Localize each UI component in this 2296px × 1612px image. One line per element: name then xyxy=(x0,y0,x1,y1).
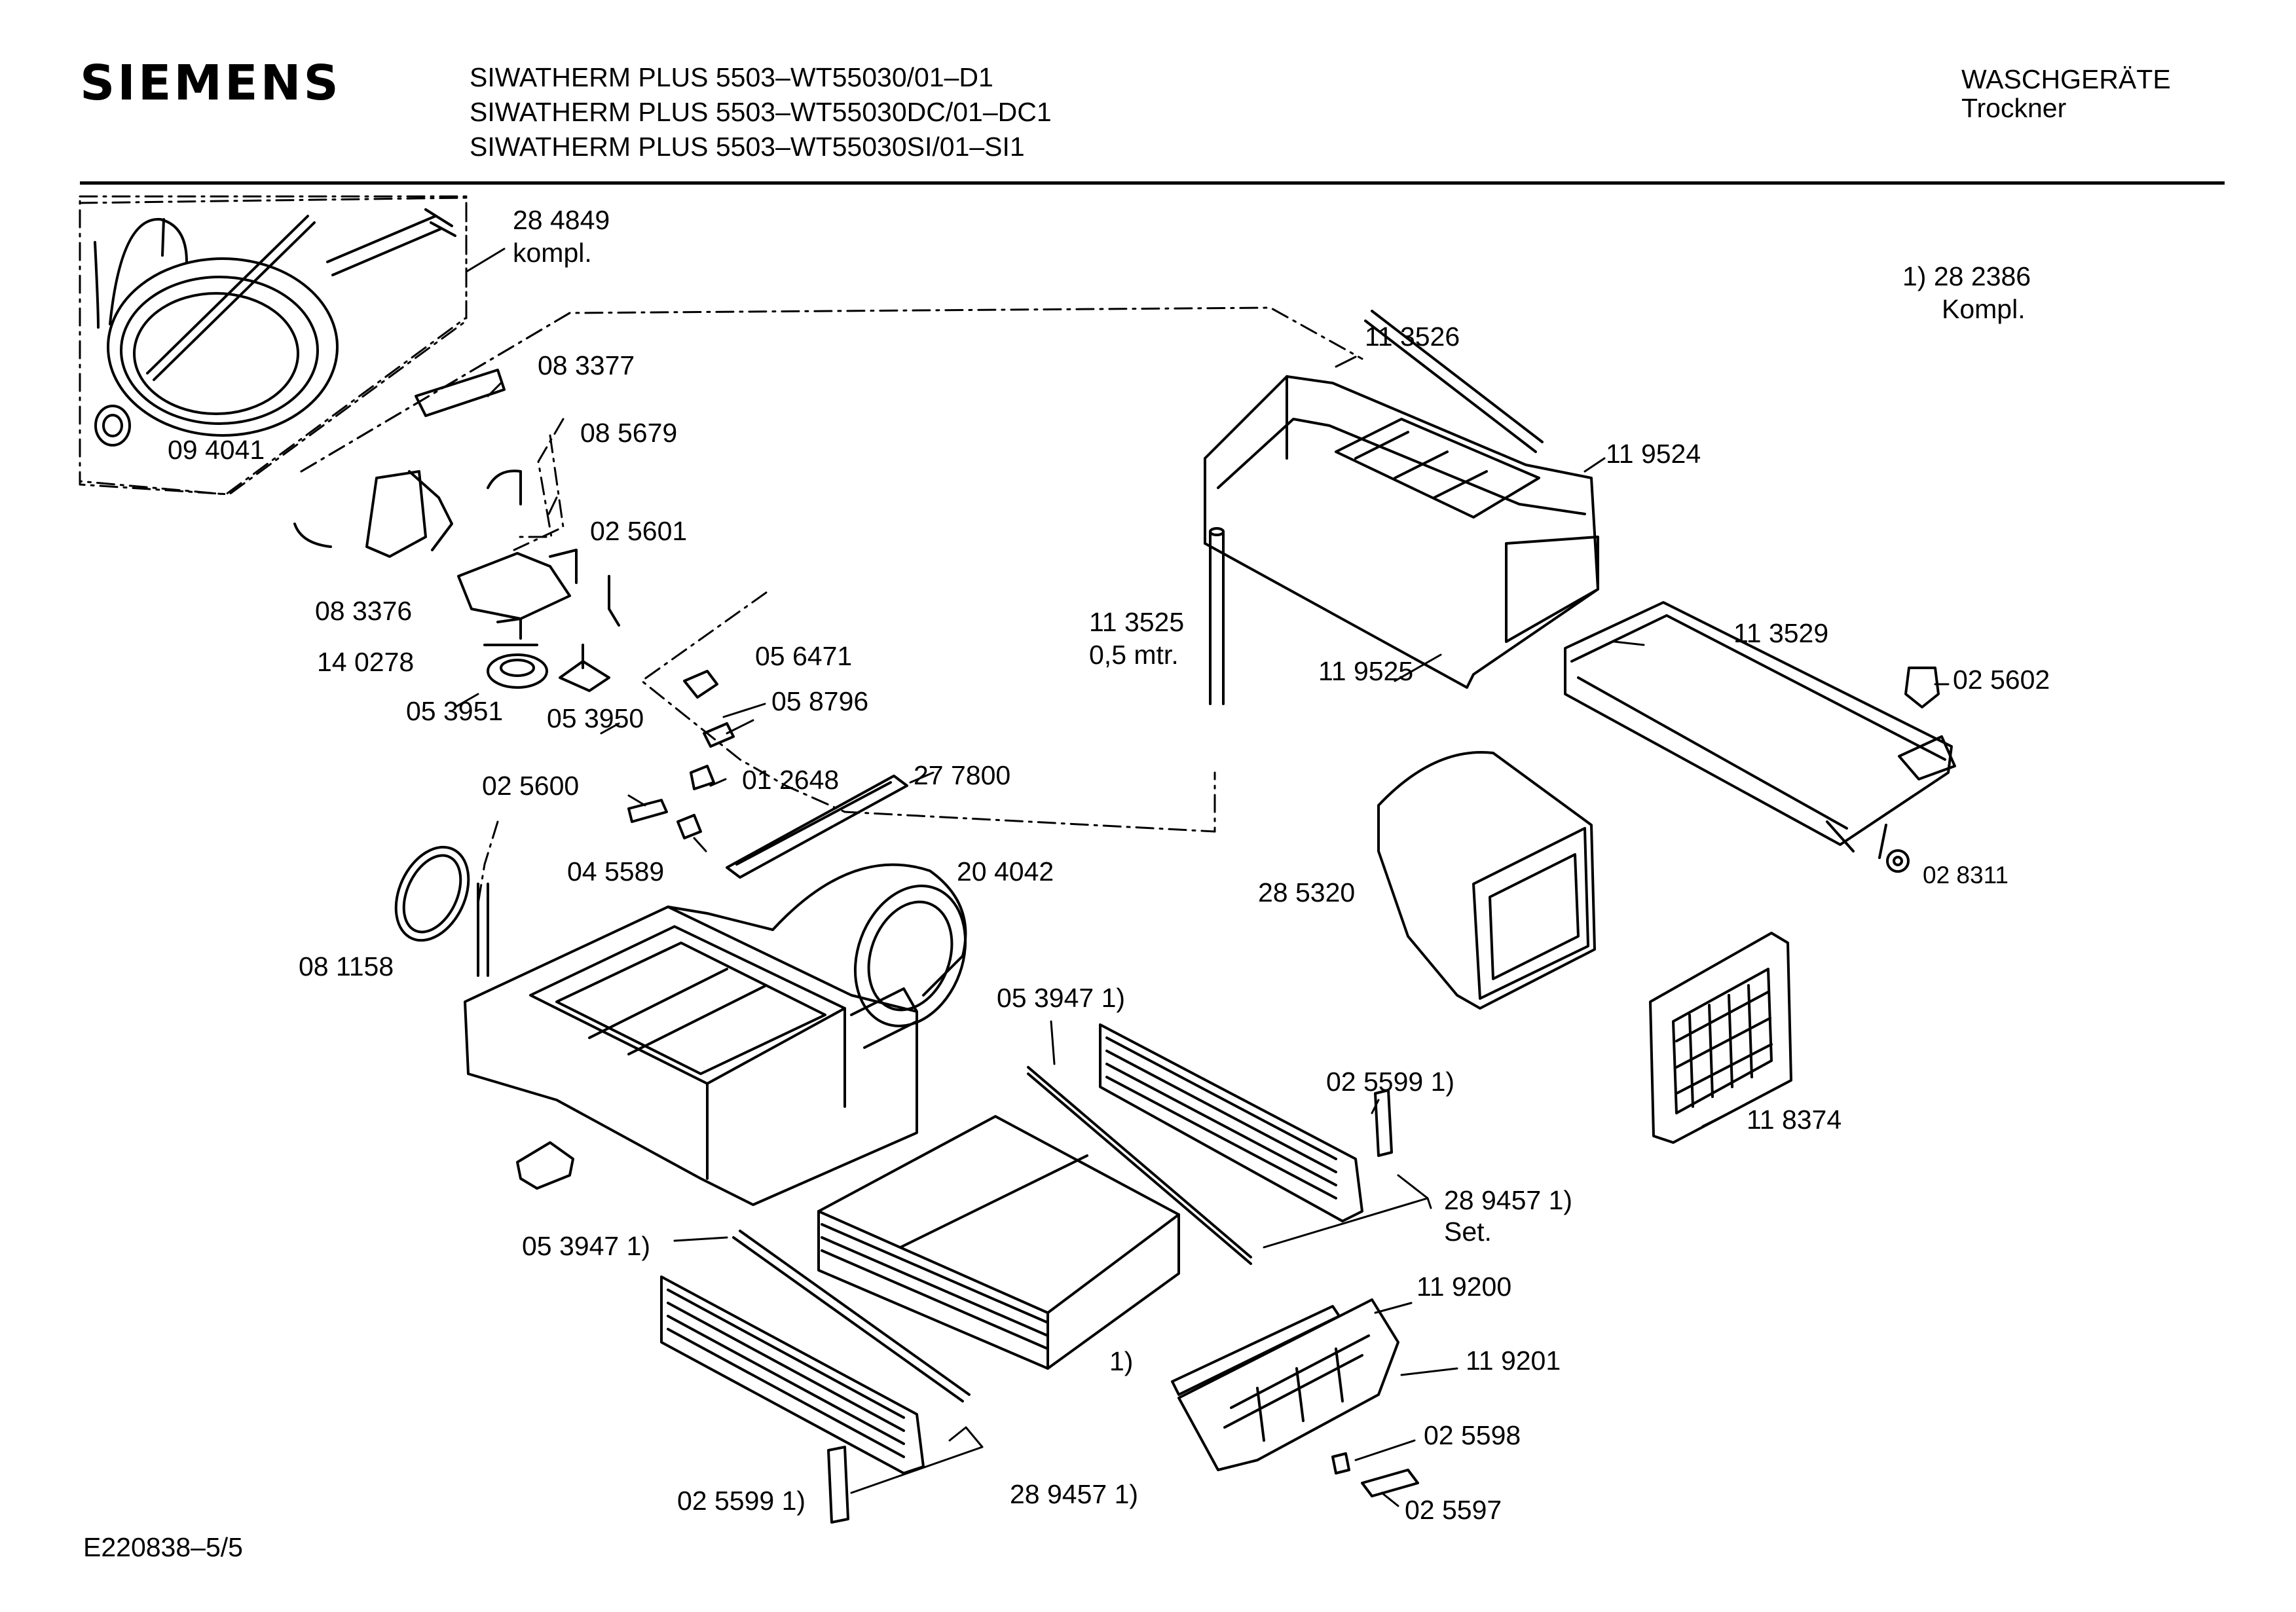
fan-housing-part xyxy=(771,863,967,1027)
label-081158: 08 1158 xyxy=(299,951,394,981)
label-025600: 02 5600 xyxy=(482,771,580,801)
filter-frame-part xyxy=(1649,932,1792,1144)
label-083376: 08 3376 xyxy=(315,596,413,626)
label-025599-lower: 02 5599 1) xyxy=(677,1486,806,1516)
label-285320: 28 5320 xyxy=(1258,877,1356,907)
label-113526: 11 3526 xyxy=(1365,321,1460,352)
label-block-note: 1) xyxy=(1109,1346,1134,1376)
base-tub-part xyxy=(464,906,918,1206)
label-289457-lower: 28 9457 1) xyxy=(1010,1479,1139,1509)
label-085679: 08 5679 xyxy=(580,418,678,448)
label-012648: 01 2648 xyxy=(742,765,840,795)
label-113525-length: 0,5 mtr. xyxy=(1089,640,1179,670)
upper-housing-part xyxy=(1204,310,1599,689)
subcategory-title: Trockner xyxy=(1961,93,2067,123)
label-058796: 05 8796 xyxy=(771,686,869,716)
label-025599-upper: 02 5599 1) xyxy=(1326,1067,1455,1097)
note-1-text: Kompl. xyxy=(1942,294,2026,324)
grille-upper-part xyxy=(1027,1023,1393,1265)
bolt-part xyxy=(1886,849,1910,873)
label-113525: 11 3525 xyxy=(1089,607,1185,637)
hose-kit xyxy=(79,195,468,496)
tube-part xyxy=(1209,527,1225,705)
label-119524: 11 9524 xyxy=(1606,439,1701,469)
category-title: WASCHGERÄTE xyxy=(1961,64,2171,94)
model-line-1: SIWATHERM PLUS 5503–WT55030/01–D1 xyxy=(470,62,993,92)
model-line-3: SIWATHERM PLUS 5503–WT55030SI/01–SI1 xyxy=(470,132,1025,162)
label-094041: 09 4041 xyxy=(168,435,265,465)
label-118374: 11 8374 xyxy=(1747,1105,1842,1135)
assembly-reference-lines xyxy=(79,196,1363,905)
label-140278: 14 0278 xyxy=(317,647,415,677)
label-053950: 05 3950 xyxy=(547,703,644,733)
label-204042: 20 4042 xyxy=(957,856,1054,887)
label-284849: 28 4849 xyxy=(513,205,610,235)
ring-part xyxy=(394,845,489,977)
label-kompl: kompl. xyxy=(513,238,592,268)
label-119200: 11 9200 xyxy=(1416,1272,1512,1302)
model-line-2: SIWATHERM PLUS 5503–WT55030DC/01–DC1 xyxy=(470,97,1052,127)
label-119525: 11 9525 xyxy=(1318,656,1414,686)
note-1-number: 1) 28 2386 xyxy=(1902,261,2031,291)
label-113529: 11 3529 xyxy=(1733,618,1829,648)
label-025601: 02 5601 xyxy=(590,516,688,546)
label-025598: 02 5598 xyxy=(1424,1420,1521,1450)
cap-part xyxy=(1904,667,1940,708)
label-045589: 04 5589 xyxy=(567,856,665,887)
label-053947-upper: 05 3947 1) xyxy=(997,983,1126,1013)
label-053947-lower: 05 3947 1) xyxy=(522,1231,651,1261)
label-119201: 11 9201 xyxy=(1466,1346,1561,1376)
label-025602: 02 5602 xyxy=(1953,665,2050,695)
label-028311: 02 8311 xyxy=(1923,862,2009,888)
label-056471: 05 6471 xyxy=(755,641,853,671)
bracket-part xyxy=(516,1141,574,1190)
label-289457-upper: 28 9457 1) xyxy=(1444,1185,1573,1215)
knob-parts xyxy=(1331,1452,1419,1497)
label-025597: 02 5597 xyxy=(1405,1495,1502,1525)
lid-part xyxy=(1564,601,1956,859)
siemens-logo: SIEMENS xyxy=(80,55,341,111)
small-electrical-parts xyxy=(627,670,735,839)
document-id: E220838–5/5 xyxy=(83,1532,243,1562)
label-set: Set. xyxy=(1444,1217,1492,1247)
filter-block-part xyxy=(817,1115,1180,1370)
header-rule xyxy=(80,181,2225,185)
door-filter-part xyxy=(1171,1298,1399,1471)
seal-frame-part xyxy=(726,775,908,879)
label-083377: 08 3377 xyxy=(538,350,635,380)
label-277800: 27 7800 xyxy=(914,760,1011,790)
air-duct-part xyxy=(1377,751,1596,1010)
grille-lower-part xyxy=(660,1230,971,1524)
pump-assembly xyxy=(293,369,620,692)
label-053951: 05 3951 xyxy=(406,696,504,726)
leader-lines xyxy=(454,247,1950,1507)
